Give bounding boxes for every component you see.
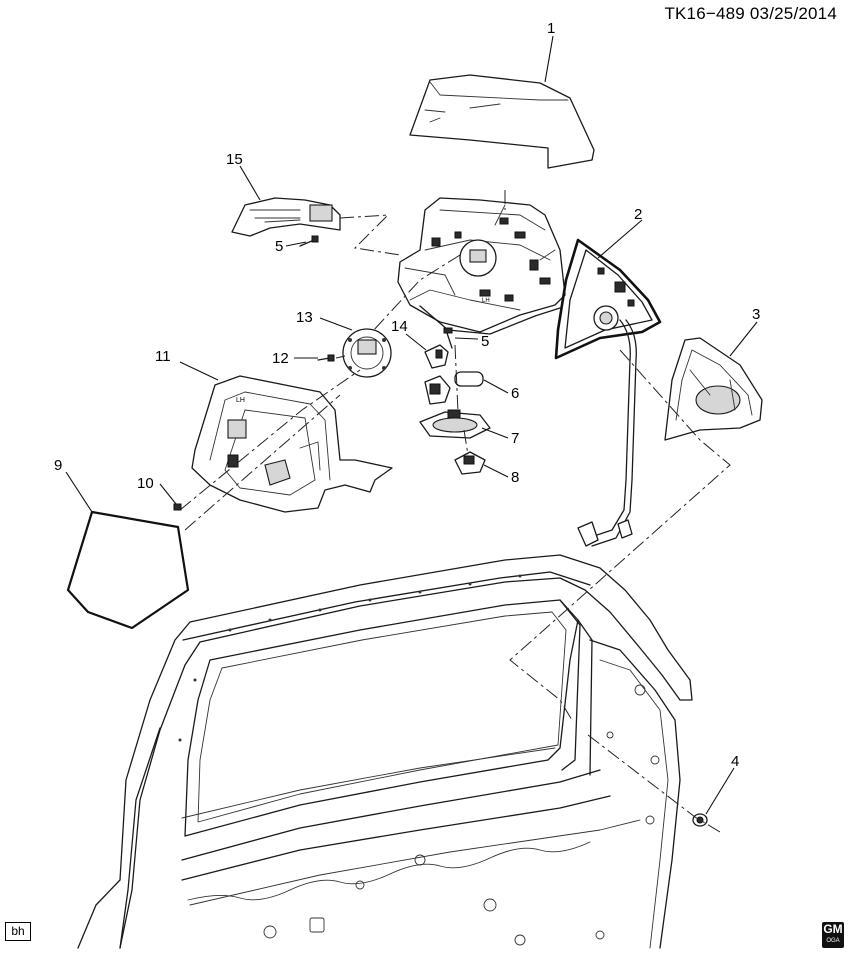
gm-logo-letters: GM [823, 922, 843, 936]
callout-8: 8 [511, 469, 519, 486]
mirror-housing-assembly [397, 197, 566, 335]
part-3-mirror-outer-shell [664, 337, 763, 441]
callout-14: 14 [391, 318, 408, 335]
illustration-code: TK16−489 [664, 4, 745, 23]
part-7-puddle-lamp-housing [419, 409, 491, 439]
illustration-date: 03/25/2014 [749, 4, 837, 23]
callout-12: 12 [272, 350, 289, 367]
artist-initials-box: bh [5, 922, 31, 941]
part-15-turn-signal-lamp [231, 197, 341, 237]
callout-3: 3 [752, 306, 760, 323]
callout-2: 2 [634, 206, 642, 223]
frame-lh-marking: LH [236, 397, 245, 404]
callout-15: 15 [226, 151, 243, 168]
part-8-bulb [454, 451, 486, 475]
part-2-mirror-glass-backing [554, 238, 662, 547]
callout-10: 10 [137, 475, 154, 492]
callout-labels: 1 2 3 4 5 5 6 7 8 9 10 11 12 13 14 15 [54, 20, 760, 770]
callout-11: 11 [155, 348, 171, 365]
callout-4: 4 [731, 753, 739, 770]
callout-5-housing: 5 [481, 333, 489, 350]
callout-5-lamp: 5 [275, 238, 283, 255]
callout-leader-lines [65, 35, 758, 815]
callout-7: 7 [511, 430, 519, 447]
part-5-screw-lamp [299, 235, 319, 247]
part-12-screw [317, 354, 335, 362]
callout-13: 13 [296, 309, 313, 326]
front-door-frame [77, 554, 693, 949]
part-4-grommet [692, 813, 708, 827]
part-9-mirror-glass [66, 510, 190, 630]
gm-logo: GM OGA [822, 922, 844, 948]
callout-1: 1 [547, 20, 555, 37]
part-6-lamp-socket [424, 371, 484, 405]
assembly-center-lines [179, 190, 731, 833]
part-11-mirror-base-frame [191, 375, 393, 513]
part-1-mirror-cover [409, 74, 595, 169]
illustration-header: TK16−489 03/25/2014 [664, 4, 837, 24]
part-13-mirror-actuator [342, 328, 392, 378]
part-5-screw-upper [443, 327, 453, 349]
callout-9: 9 [54, 457, 62, 474]
part-14-bracket [424, 344, 449, 369]
callout-6: 6 [511, 385, 519, 402]
gm-logo-subtext: OGA [826, 938, 840, 944]
housing-lh-marking: LH [482, 298, 490, 304]
part-10-screw [173, 503, 182, 511]
